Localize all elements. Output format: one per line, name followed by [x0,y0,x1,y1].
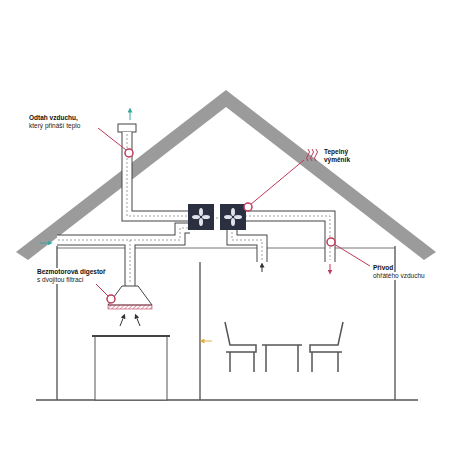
armchair [225,322,256,372]
callout-leaders [96,128,370,296]
callout-heading: Odtah vzduchu, [28,114,79,122]
inner-wall [199,262,201,400]
kitchen-counter [95,336,167,400]
kitchen-hood [108,286,152,305]
callout-dots [107,149,335,303]
ceiling [57,248,395,249]
inflow-arrow [40,243,50,244]
outflow-arrow [130,110,131,120]
callout-heading: Tepelný výměník [323,148,353,164]
roof [16,90,436,260]
callout-heading: Přívod [372,264,394,272]
coffee-table [262,345,302,372]
counter-top [92,335,170,337]
callout-heading: Bezmotorová digestoř [36,268,107,276]
floor [36,399,418,401]
supply-arrow [330,264,331,272]
armchair [310,322,343,372]
right-wall [394,246,396,400]
duct-outline [57,132,330,286]
fan-unit [220,204,246,230]
fan-unit [188,204,214,230]
heat-icon [307,149,318,161]
airflow-dashes [58,134,330,284]
duct-inner [57,132,330,286]
hood-arrow [120,316,124,326]
hood-arrow [136,316,140,326]
extract-arrow [262,265,263,272]
transfer-arrow [202,341,212,342]
callout-text: který přináší teplo [28,122,81,130]
callout-text: s dvojitou filtrací [36,276,85,284]
hood-filter [108,305,152,309]
chimney-cap [118,124,136,132]
callout-text: ohřátého vzduchu [372,272,426,280]
